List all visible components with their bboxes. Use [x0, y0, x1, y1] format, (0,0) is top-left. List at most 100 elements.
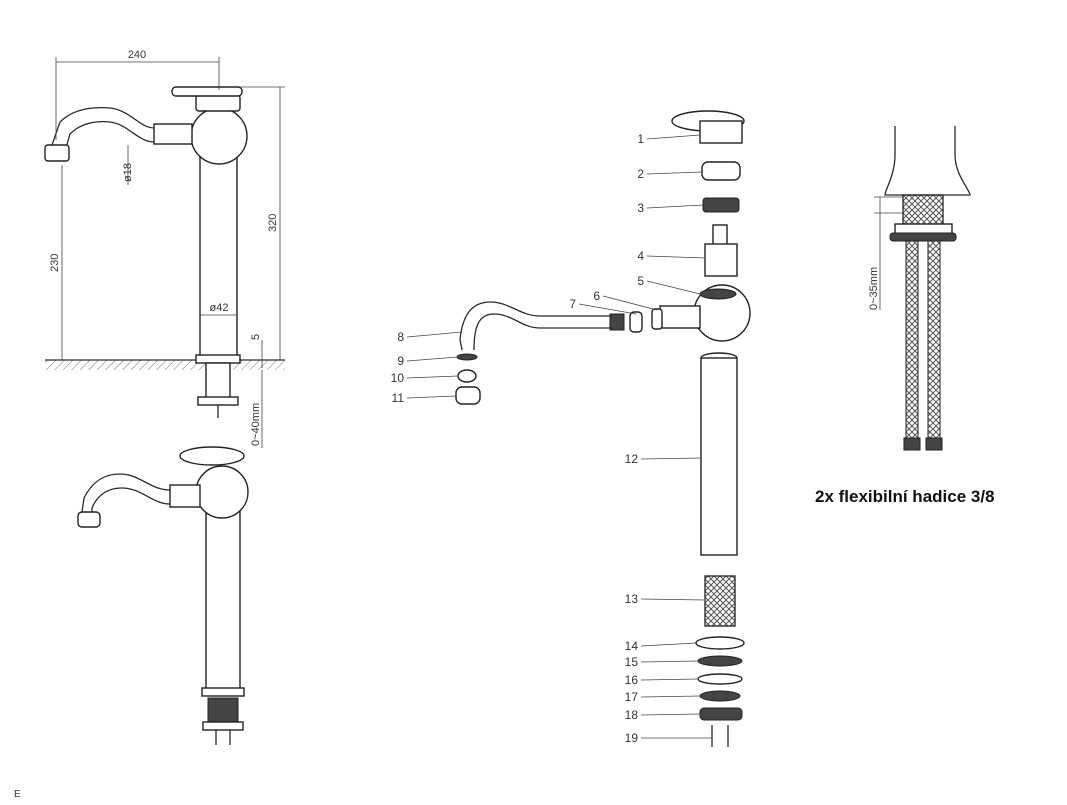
faucet-base-ring	[195, 354, 241, 364]
leader-line-14	[640, 642, 697, 647]
flexible-hose-left	[905, 240, 919, 442]
part-number-19: 19	[625, 731, 639, 745]
mounting-nut	[197, 396, 239, 406]
dim-label-320: 320	[267, 214, 279, 232]
part-number-18: 18	[625, 708, 639, 722]
part-18-mount-nut	[699, 707, 743, 721]
part-number-6: 6	[593, 289, 600, 303]
part-number-7: 7	[569, 297, 576, 311]
part-number-8: 8	[397, 330, 404, 344]
part-16-washer	[697, 673, 743, 685]
perspective-view	[77, 446, 249, 745]
part-1-handle-cap	[699, 120, 743, 144]
part-leader-lines	[406, 134, 712, 739]
part-number-15: 15	[625, 655, 639, 669]
dim-label-diam42: ø42	[210, 302, 229, 314]
spout-upper-edge	[51, 106, 155, 146]
hose-fitting-left	[903, 437, 921, 451]
mounting-stem	[205, 362, 231, 399]
part-3-nut	[702, 197, 740, 213]
leader-line-11	[406, 395, 457, 399]
perspective-handle-ring	[179, 446, 245, 466]
corner-mark: E	[14, 789, 21, 800]
part-number-5: 5	[637, 274, 644, 288]
flexible-hose-right	[927, 240, 941, 442]
leader-line-15	[640, 660, 699, 663]
part-number-9: 9	[397, 354, 404, 368]
part-5-side-port	[659, 305, 701, 329]
faucet-ball-head	[190, 107, 248, 165]
leader-line-16	[640, 678, 699, 681]
dim-label-0-40: 0~40mm	[250, 403, 262, 446]
part-number-17: 17	[625, 690, 639, 704]
leader-line-3	[646, 204, 704, 209]
part-number-16: 16	[625, 673, 639, 687]
spout-lower-edge	[65, 120, 155, 149]
part-4-cartridge-body	[704, 243, 738, 277]
part-8-spout-upper	[459, 301, 612, 351]
part-2-cap	[701, 161, 741, 181]
part-number-13: 13	[625, 592, 639, 606]
part-13-threaded-stem	[704, 575, 736, 627]
part-8-spout-thread	[609, 313, 625, 331]
leader-line-5	[646, 280, 701, 295]
dim-label-240: 240	[128, 49, 146, 61]
spout-connector	[153, 123, 193, 145]
faucet-handle	[195, 94, 241, 112]
leader-line-17	[640, 695, 701, 698]
part-number-12: 12	[625, 452, 639, 466]
part-10-screen	[457, 369, 477, 383]
part-7-ring	[629, 311, 643, 333]
dimensioned-side-view: 240 ø18 230 320 ø42 5 0~40mm	[44, 49, 285, 448]
perspective-spout-upper	[81, 473, 171, 513]
part-17-gasket	[699, 690, 741, 702]
dim-label-5: 5	[250, 334, 262, 340]
perspective-aerator	[77, 511, 101, 528]
dim-label-diam18: ø18	[122, 163, 134, 182]
part-4-cartridge-stem	[712, 224, 728, 246]
hose-detail-view: 0~35mm	[868, 126, 971, 451]
dim-label-230: 230	[49, 254, 61, 272]
leader-line-1	[646, 134, 701, 140]
leader-line-18	[640, 713, 701, 716]
perspective-mount-nut	[202, 721, 244, 731]
spout-aerator	[44, 144, 70, 162]
part-15-gasket	[697, 655, 743, 667]
part-5-top-opening	[699, 288, 737, 300]
part-number-10: 10	[391, 371, 405, 385]
faucet-lever	[171, 86, 243, 97]
part-9-washer	[456, 353, 478, 361]
part-number-14: 14	[625, 639, 639, 653]
hose-fitting-right	[925, 437, 943, 451]
perspective-spout-lower	[91, 487, 171, 518]
hose-caption: 2x flexibilní hadice 3/8	[815, 487, 995, 506]
leader-line-8	[406, 331, 463, 338]
part-number-4: 4	[637, 249, 644, 263]
part-14-washer	[695, 636, 745, 650]
perspective-spout-connector	[169, 484, 201, 508]
leader-line-10	[406, 375, 459, 379]
leader-line-9	[406, 356, 459, 362]
hose-detail-threaded-stem	[902, 194, 944, 226]
hose-detail-nut	[889, 232, 957, 242]
part-number-3: 3	[637, 201, 644, 215]
part-6-ring	[651, 308, 663, 330]
leader-line-2	[646, 171, 703, 175]
ground-hatch	[45, 360, 285, 370]
leader-line-6	[602, 295, 658, 311]
part-12-tube	[700, 357, 738, 556]
part-number-11: 11	[392, 391, 405, 405]
perspective-ball-head	[195, 465, 249, 519]
leader-line-7	[578, 303, 637, 315]
part-number-2: 2	[637, 167, 644, 181]
part-8-spout-lower	[473, 313, 612, 351]
part-11-aerator	[455, 386, 481, 405]
leader-line-4	[646, 255, 706, 259]
leader-line-12	[640, 457, 702, 460]
dim-label-0-35: 0~35mm	[868, 267, 880, 310]
hose-detail-body	[884, 126, 971, 196]
